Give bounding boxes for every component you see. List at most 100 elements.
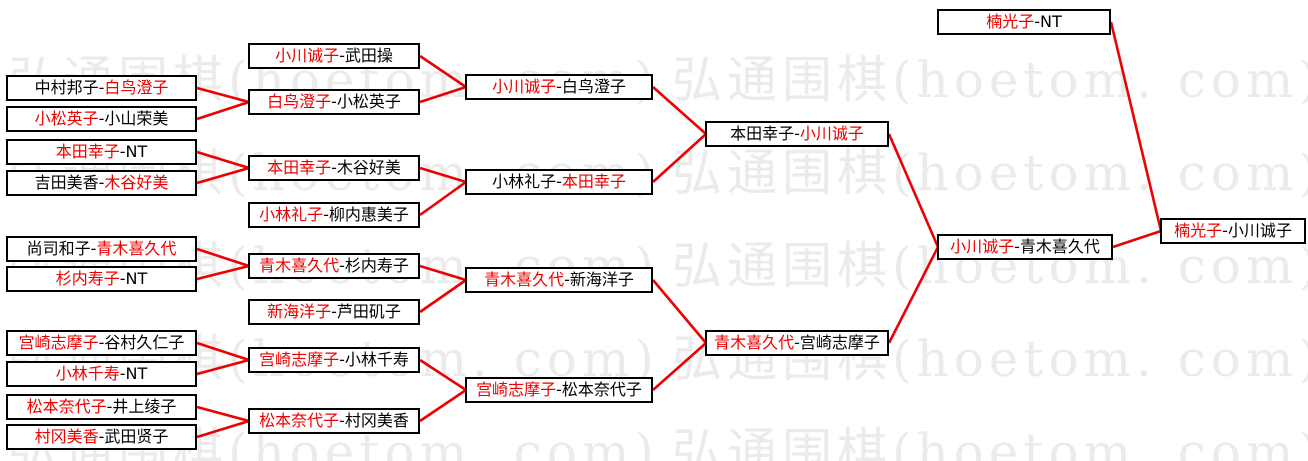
separator: - (331, 92, 337, 111)
player-name: 本田幸子 (55, 142, 120, 161)
player-name: NT (1040, 12, 1062, 31)
player-name: 青木喜久代 (714, 333, 795, 352)
separator: - (339, 46, 345, 65)
separator: - (119, 142, 126, 161)
separator: - (794, 333, 800, 352)
match-box-round2-b6: 新海洋子-芦田矶子 (248, 299, 420, 325)
separator: - (98, 109, 105, 128)
match-box-title-holder-g1: 楠光子-NT (937, 9, 1111, 35)
match-box-quarterfinal-c3: 青木喜久代-新海洋子 (465, 267, 653, 293)
separator: - (1014, 237, 1020, 256)
player-name: 小林千寿 (344, 350, 409, 369)
match-box-title-match-h1: 楠光子-小川诚子 (1160, 218, 1306, 244)
player-name: 宫崎志摩子 (259, 350, 340, 369)
player-name: 小林千寿 (55, 364, 120, 383)
player-name: 白鸟澄子 (267, 92, 332, 111)
match-box-round2-b3: 本田幸子-木谷好美 (248, 155, 420, 181)
match-box-round1-a1: 中村邦子-白鸟澄子 (6, 75, 197, 101)
player-name: 杉内寿子 (344, 256, 409, 275)
separator: - (794, 124, 800, 143)
separator: - (323, 205, 329, 224)
connector-line (419, 54, 467, 89)
connector-line (652, 133, 707, 183)
player-name: 松本奈代子 (561, 380, 642, 399)
separator: - (556, 380, 562, 399)
separator: - (339, 350, 345, 369)
player-name: 青木喜久代 (259, 256, 340, 275)
player-name: 杉内寿子 (55, 269, 120, 288)
separator: - (98, 427, 105, 446)
connector-line (1109, 21, 1163, 232)
player-name: 村冈美香 (344, 411, 409, 430)
player-name: 小川诚子 (275, 46, 340, 65)
match-box-semifinal-d2: 青木喜久代-宫崎志摩子 (705, 330, 889, 356)
player-name: 新海洋子 (569, 270, 634, 289)
player-name: 楠光子 (986, 12, 1035, 31)
player-name: 新海洋子 (267, 302, 332, 321)
match-box-round1-a3: 本田幸子-NT (6, 139, 197, 165)
separator: - (556, 172, 562, 191)
player-name: NT (125, 269, 148, 288)
connector-line (419, 358, 467, 392)
connector-line (196, 419, 250, 439)
connector-line (419, 388, 467, 423)
player-name: 小林礼子 (492, 172, 557, 191)
watermark-text: 弘通围棋(hoetom. com) (672, 51, 1308, 109)
connector-line (652, 86, 707, 135)
player-name: 本田幸子 (561, 172, 626, 191)
separator: - (119, 269, 126, 288)
connector-line (652, 342, 707, 391)
player-name: 村冈美香 (34, 427, 99, 446)
connector-line (196, 341, 250, 362)
player-name: 小川诚子 (950, 237, 1015, 256)
separator: - (556, 77, 562, 96)
player-name: 白鸟澄子 (104, 78, 169, 97)
match-box-round2-b2: 白鸟澄子-小松英子 (248, 89, 420, 115)
player-name: 柳内惠美子 (328, 205, 409, 224)
player-name: 吉田美香 (34, 173, 99, 192)
match-box-final-e1: 小川诚子-青木喜久代 (937, 234, 1113, 260)
player-name: 小川诚子 (492, 77, 557, 96)
player-name: 武田操 (344, 46, 393, 65)
connector-line (419, 166, 467, 184)
player-name: 宫崎志摩子 (799, 333, 880, 352)
connector-line (419, 85, 467, 104)
separator: - (331, 302, 337, 321)
connector-line (1112, 229, 1162, 249)
player-name: 宫崎志摩子 (476, 380, 557, 399)
player-name: 白鸟澄子 (561, 77, 626, 96)
separator: - (106, 397, 113, 416)
player-name: 本田幸子 (267, 158, 332, 177)
connector-line (887, 133, 940, 248)
match-box-round2-b1: 小川诚子-武田操 (248, 43, 420, 69)
connector-line (196, 358, 250, 376)
player-name: 中村邦子 (34, 78, 99, 97)
separator: - (119, 364, 126, 383)
match-box-round1-a2: 小松英子-小山荣美 (6, 106, 197, 132)
player-name: 小林礼子 (259, 205, 324, 224)
player-name: 芦田矶子 (336, 302, 401, 321)
player-name: 松本奈代子 (259, 411, 340, 430)
separator: - (98, 173, 105, 192)
player-name: 松本奈代子 (26, 397, 107, 416)
match-box-round2-b4: 小林礼子-柳内惠美子 (248, 202, 420, 228)
player-name: 小川诚子 (799, 124, 864, 143)
connector-line (419, 180, 467, 217)
match-box-round1-a7: 宫崎志摩子-谷村久仁子 (6, 330, 197, 356)
separator: - (98, 333, 105, 352)
player-name: 谷村久仁子 (104, 333, 185, 352)
match-box-round1-a8: 小林千寿-NT (6, 361, 197, 387)
connector-line (196, 405, 250, 423)
separator: - (331, 158, 337, 177)
match-box-round2-b8: 松本奈代子-村冈美香 (248, 408, 420, 434)
connector-line (196, 100, 250, 121)
connector-line (652, 279, 707, 344)
separator: - (339, 256, 345, 275)
player-name: 青木喜久代 (96, 239, 177, 258)
match-box-round1-a4: 吉田美香-木谷好美 (6, 170, 197, 196)
separator: - (1034, 12, 1041, 31)
player-name: 木谷好美 (336, 158, 401, 177)
connector-line (196, 86, 250, 104)
